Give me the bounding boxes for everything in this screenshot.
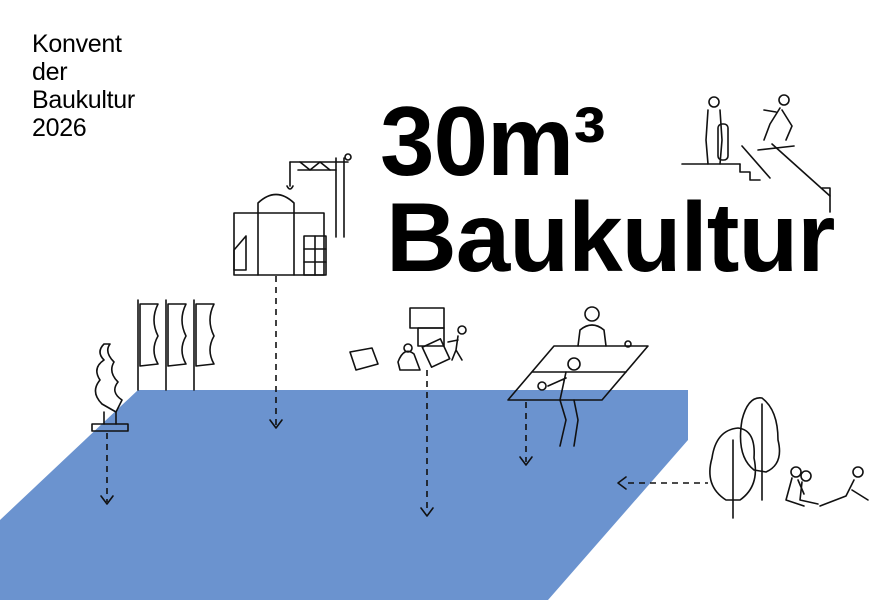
banners-icon: [137, 299, 215, 391]
sculpture-icon: [91, 343, 129, 432]
blue-plaza: [0, 390, 688, 600]
logo-line-1: Konvent: [32, 30, 122, 58]
dashed-arrows: [100, 276, 708, 517]
logo-line-2: der: [32, 58, 68, 86]
building-crane-icon: [233, 153, 352, 276]
logo-line-4: 2026: [32, 114, 87, 142]
sitting-people-icon: [785, 466, 869, 507]
ping-pong-table-icon: [507, 306, 649, 447]
headline-line-2: Baukultur: [386, 182, 835, 292]
skateboarders-stairs-icon: [681, 94, 831, 213]
stacked-boxes-people-icon: [349, 307, 467, 371]
headline-line-1: 30m³: [380, 86, 606, 196]
logo-line-3: Baukultur: [32, 86, 135, 114]
trees-icon: [709, 397, 781, 519]
